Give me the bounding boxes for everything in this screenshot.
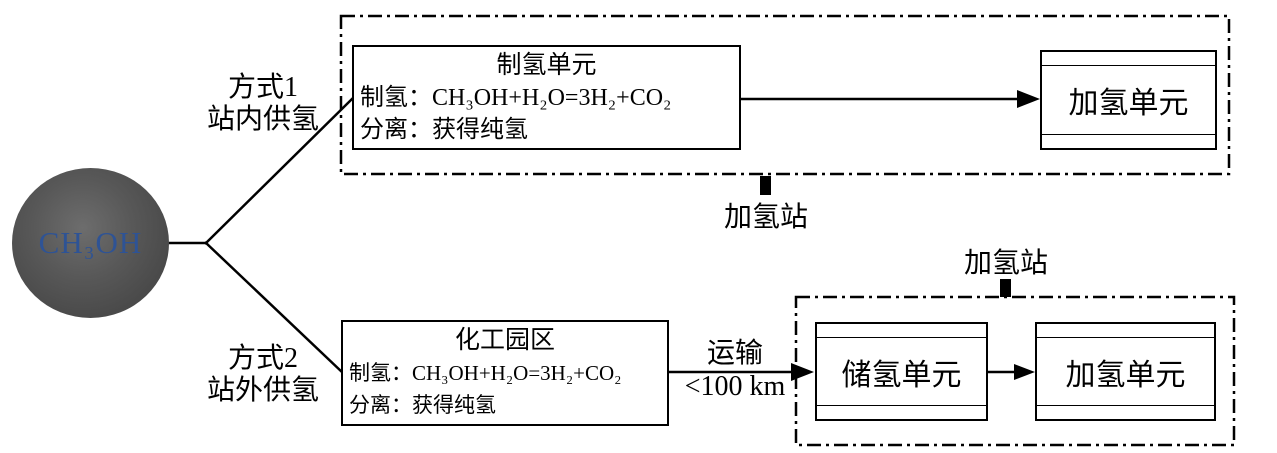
method2-branch-label: 方式2 站外供氢 [193, 343, 333, 407]
method1-subtitle: 站内供氢 [206, 104, 319, 135]
refuel-unit-box-bottom: 加氢单元 [1035, 322, 1216, 421]
method1-title: 方式1 [227, 72, 298, 103]
production-unit-box: 制氢单元 制氢：CH₃OH+H₂O=3H₂+CO₂ 分离：获得纯氢 [352, 45, 741, 150]
chemical-park-title: 化工园区 [454, 327, 555, 354]
chemical-park-reaction: 制氢：CH₃OH+H₂O=3H₂+CO₂ [349, 361, 622, 385]
station-bottom-label-tick [1000, 279, 1011, 297]
station-bottom-boundary [794, 295, 1236, 447]
method2-title: 方式2 [227, 343, 298, 374]
production-unit-reaction: 制氢：CH₃OH+H₂O=3H₂+CO₂ [360, 85, 672, 111]
method2-subtitle: 站外供氢 [206, 375, 319, 406]
production-unit-separation: 分离：获得纯氢 [360, 117, 528, 143]
chemical-park-separation: 分离：获得纯氢 [349, 393, 496, 417]
storage-to-refuel-arrowhead [1014, 364, 1035, 380]
method1-branch-label: 方式1 站内供氢 [193, 72, 333, 136]
production-unit-title: 制氢单元 [496, 52, 597, 79]
methanol-source-node: CH₃OH [12, 168, 169, 318]
transport-label: 运输 [706, 338, 763, 369]
divider-line [817, 405, 986, 406]
storage-unit-box: 储氢单元 [815, 322, 988, 421]
production-to-refuel-arrowhead [1017, 90, 1040, 108]
refuel-unit-bottom-label: 加氢单元 [1065, 358, 1186, 392]
methanol-label: CH₃OH [38, 225, 143, 260]
station-bottom-label: 加氢站 [963, 248, 1048, 279]
station-top-label: 加氢站 [723, 202, 808, 233]
storage-unit-label: 储氢单元 [841, 358, 962, 392]
chemical-park-box: 化工园区 制氢：CH₃OH+H₂O=3H₂+CO₂ 分离：获得纯氢 [341, 320, 669, 426]
station-top-boundary [339, 14, 1231, 176]
refuel-unit-top-label: 加氢单元 [1068, 87, 1189, 120]
divider-line [1037, 337, 1214, 338]
method1-branch-line [204, 97, 354, 245]
method2-branch-line [204, 241, 344, 374]
refuel-unit-box-top: 加氢单元 [1040, 50, 1217, 150]
divider-line [1042, 134, 1215, 135]
transport-distance: <100 km [684, 371, 786, 402]
divider-line [817, 337, 986, 338]
divider-line [1042, 65, 1215, 66]
station-top-label-tick [760, 176, 771, 195]
divider-line [1037, 405, 1214, 406]
transport-annotation: 运输 <100 km [662, 337, 808, 403]
